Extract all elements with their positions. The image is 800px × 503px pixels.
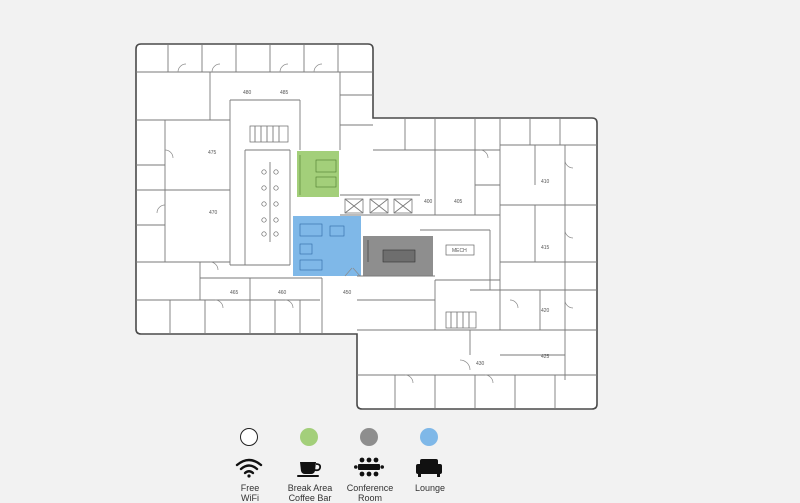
legend-dot-green <box>300 428 318 446</box>
room-label-420: 420 <box>541 308 550 314</box>
sofa-icon <box>416 459 442 477</box>
elevators <box>344 198 413 214</box>
conference-table-icon <box>354 457 384 477</box>
room-label-415: 415 <box>541 245 550 251</box>
lounge-furniture <box>299 223 345 271</box>
legend: Free WiFi Break Area Coffee Bar Conferen… <box>220 424 460 503</box>
legend-label: Lounge <box>400 483 460 493</box>
legend-label-line1: Conference <box>346 483 394 493</box>
break-area-furniture <box>299 155 337 195</box>
room-label-480: 480 <box>243 90 252 96</box>
legend-item-lounge: Lounge <box>400 424 460 500</box>
legend-label-line1: Break Area <box>287 483 333 493</box>
room-label-470: 470 <box>209 210 218 216</box>
door-swings <box>156 63 574 384</box>
legend-item-break-area: Break Area Coffee Bar <box>280 424 340 503</box>
room-label-410: 410 <box>541 179 550 185</box>
room-label-430: 430 <box>476 361 485 367</box>
room-label-475: 475 <box>208 150 217 156</box>
legend-label: Break Area Coffee Bar <box>280 483 340 503</box>
legend-dot-white <box>240 428 258 446</box>
restroom-fixtures <box>261 162 279 242</box>
legend-label-line2: Coffee Bar <box>288 493 332 503</box>
conference-table <box>367 240 416 263</box>
room-label-400: 400 <box>424 199 433 205</box>
wifi-icon <box>235 458 263 478</box>
legend-dot-gray <box>360 428 378 446</box>
coffee-cup-icon <box>297 462 322 477</box>
room-label-460: 460 <box>278 290 287 296</box>
legend-item-conference-room: Conference Room <box>340 424 400 503</box>
interior-walls-east <box>340 118 597 409</box>
legend-label-line1: Free <box>240 483 260 493</box>
stairwell-south <box>445 311 477 329</box>
room-label-425: 425 <box>541 354 550 360</box>
floor-plan: 480 485 475 470 465 460 450 400 405 410 … <box>135 43 598 410</box>
building-outline <box>135 43 598 410</box>
room-label-485: 485 <box>280 90 289 96</box>
room-label-mech: MECH <box>452 248 467 254</box>
legend-label-line2: Room <box>357 493 382 503</box>
room-label-465: 465 <box>230 290 239 296</box>
room-label-450: 450 <box>343 290 352 296</box>
break-area-zone[interactable] <box>297 151 339 197</box>
stairwell-north <box>249 125 289 143</box>
legend-item-free-wifi: Free WiFi <box>220 424 280 503</box>
legend-label: Free WiFi <box>220 483 280 503</box>
room-label-405: 405 <box>454 199 463 205</box>
lounge-zone[interactable] <box>293 216 361 276</box>
legend-dot-blue <box>420 428 438 446</box>
interior-walls <box>136 44 373 334</box>
room-labels: 480 485 475 470 465 460 450 400 405 410 … <box>208 90 550 367</box>
legend-label-line2: WiFi <box>241 493 259 503</box>
legend-label: Conference Room <box>340 483 400 503</box>
legend-label-line1: Lounge <box>414 483 446 493</box>
